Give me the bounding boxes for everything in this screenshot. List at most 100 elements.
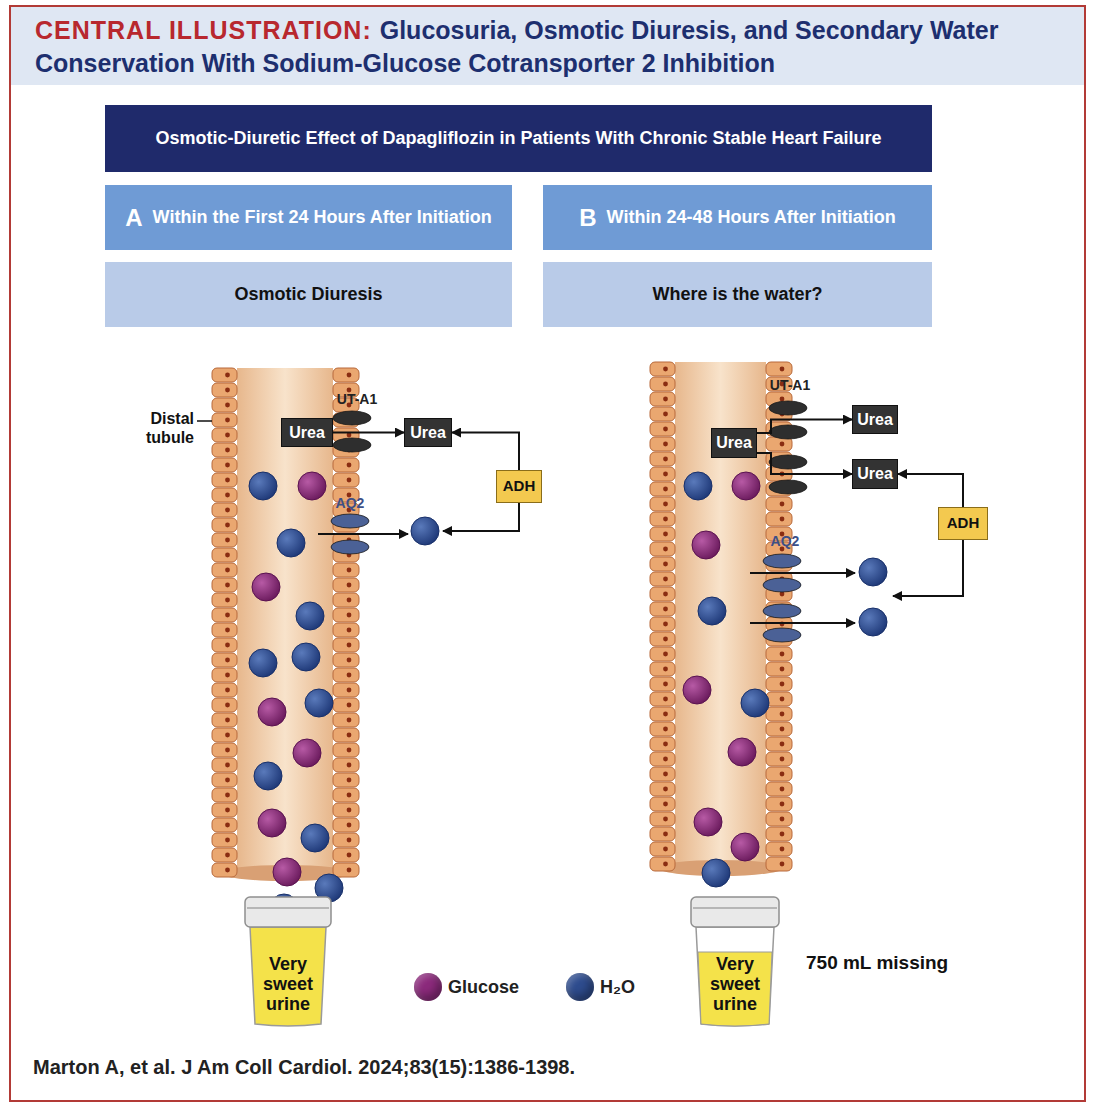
cell-nucleus bbox=[225, 598, 230, 603]
cell-nucleus bbox=[347, 688, 352, 693]
transporter-label: AQ2 bbox=[755, 533, 815, 550]
epithelial-cell bbox=[650, 617, 675, 631]
epithelial-cell bbox=[333, 818, 359, 832]
tubule-lumen bbox=[237, 368, 333, 873]
epithelial-cell bbox=[650, 857, 675, 871]
cup-body bbox=[696, 927, 774, 1026]
cell-nucleus bbox=[225, 538, 230, 543]
urine-cup: Very sweet urine bbox=[690, 896, 780, 1028]
urine-cup: Very sweet urine bbox=[244, 896, 332, 1028]
cell-nucleus bbox=[780, 727, 785, 732]
urea-box: Urea bbox=[852, 459, 898, 489]
cell-nucleus bbox=[663, 562, 668, 567]
cell-nucleus bbox=[225, 568, 230, 573]
epithelial-cell bbox=[650, 437, 675, 451]
epithelial-cell bbox=[212, 788, 237, 802]
water-reabsorption-arrow bbox=[318, 533, 408, 535]
epithelial-cell bbox=[766, 752, 792, 766]
cell-nucleus bbox=[663, 577, 668, 582]
cell-nucleus bbox=[225, 628, 230, 633]
epithelial-cell bbox=[766, 782, 792, 796]
urea-box: Urea bbox=[852, 405, 898, 434]
epithelial-cell bbox=[766, 857, 792, 871]
epithelial-cell bbox=[212, 413, 237, 427]
legend-swatch bbox=[566, 973, 594, 1001]
water-molecule bbox=[249, 649, 277, 677]
water-molecule bbox=[741, 689, 769, 717]
ut-a1-channel bbox=[333, 411, 371, 425]
epithelial-cell bbox=[333, 473, 359, 487]
epithelial-cell bbox=[766, 737, 792, 751]
epithelial-cell bbox=[333, 578, 359, 592]
epithelial-cell bbox=[212, 368, 237, 382]
cell-nucleus bbox=[225, 478, 230, 483]
cell-nucleus bbox=[663, 832, 668, 837]
epithelial-cell bbox=[766, 812, 792, 826]
epithelial-cell bbox=[650, 602, 675, 616]
cell-nucleus bbox=[780, 802, 785, 807]
cell-nucleus bbox=[780, 847, 785, 852]
cell-nucleus bbox=[347, 823, 352, 828]
cell-nucleus bbox=[780, 697, 785, 702]
cell-nucleus bbox=[225, 733, 230, 738]
cell-nucleus bbox=[225, 493, 230, 498]
epithelial-cell bbox=[766, 497, 792, 511]
epithelial-cell bbox=[766, 677, 792, 691]
cell-nucleus bbox=[663, 367, 668, 372]
cell-nucleus bbox=[225, 643, 230, 648]
cell-nucleus bbox=[780, 772, 785, 777]
epithelial-cell bbox=[650, 392, 675, 406]
epithelial-cell bbox=[650, 677, 675, 691]
cell-nucleus bbox=[780, 787, 785, 792]
cell-nucleus bbox=[347, 718, 352, 723]
cell-nucleus bbox=[225, 823, 230, 828]
glucose-molecule bbox=[258, 809, 286, 837]
aquaporin-channel bbox=[763, 604, 801, 618]
cell-nucleus bbox=[780, 742, 785, 747]
cell-nucleus bbox=[780, 757, 785, 762]
cell-nucleus bbox=[347, 853, 352, 858]
cell-nucleus bbox=[225, 808, 230, 813]
epithelial-cell bbox=[650, 812, 675, 826]
cell-nucleus bbox=[225, 448, 230, 453]
epithelial-cell bbox=[212, 473, 237, 487]
glucose-molecule bbox=[694, 808, 722, 836]
ut-a1-channel bbox=[769, 425, 807, 439]
panel-letter: B bbox=[579, 203, 596, 233]
glucose-molecule bbox=[293, 739, 321, 767]
epithelial-cell bbox=[333, 593, 359, 607]
cell-nucleus bbox=[780, 397, 785, 402]
transporter-label: UT-A1 bbox=[760, 377, 820, 394]
cell-nucleus bbox=[780, 712, 785, 717]
epithelial-cell bbox=[766, 827, 792, 841]
epithelial-cell bbox=[333, 368, 359, 382]
epithelial-cell bbox=[333, 563, 359, 577]
epithelial-cell bbox=[650, 737, 675, 751]
cup-lid bbox=[691, 897, 779, 927]
epithelial-cell bbox=[212, 728, 237, 742]
epithelial-cell bbox=[212, 818, 237, 832]
cell-nucleus bbox=[347, 838, 352, 843]
epithelial-cell bbox=[212, 458, 237, 472]
glucose-molecule bbox=[692, 531, 720, 559]
epithelial-cell bbox=[333, 458, 359, 472]
ut-a1-channel bbox=[769, 480, 807, 494]
epithelial-cell bbox=[650, 722, 675, 736]
urea-box: Urea bbox=[711, 428, 757, 458]
cell-nucleus bbox=[225, 748, 230, 753]
cell-nucleus bbox=[225, 553, 230, 558]
cell-nucleus bbox=[225, 853, 230, 858]
transporter-label: UT-A1 bbox=[327, 391, 387, 408]
epithelial-cell bbox=[766, 647, 792, 661]
cell-nucleus bbox=[225, 718, 230, 723]
node-text: ADH bbox=[947, 514, 980, 533]
cell-nucleus bbox=[663, 847, 668, 852]
epithelial-cell bbox=[650, 797, 675, 811]
epithelial-cell bbox=[333, 803, 359, 817]
epithelial-cell bbox=[212, 578, 237, 592]
epithelial-cell bbox=[650, 512, 675, 526]
water-molecule bbox=[859, 558, 887, 586]
epithelial-cell bbox=[766, 767, 792, 781]
epithelial-cell bbox=[212, 758, 237, 772]
source-caption: Marton A, et al. J Am Coll Cardiol. 2024… bbox=[33, 1056, 575, 1079]
